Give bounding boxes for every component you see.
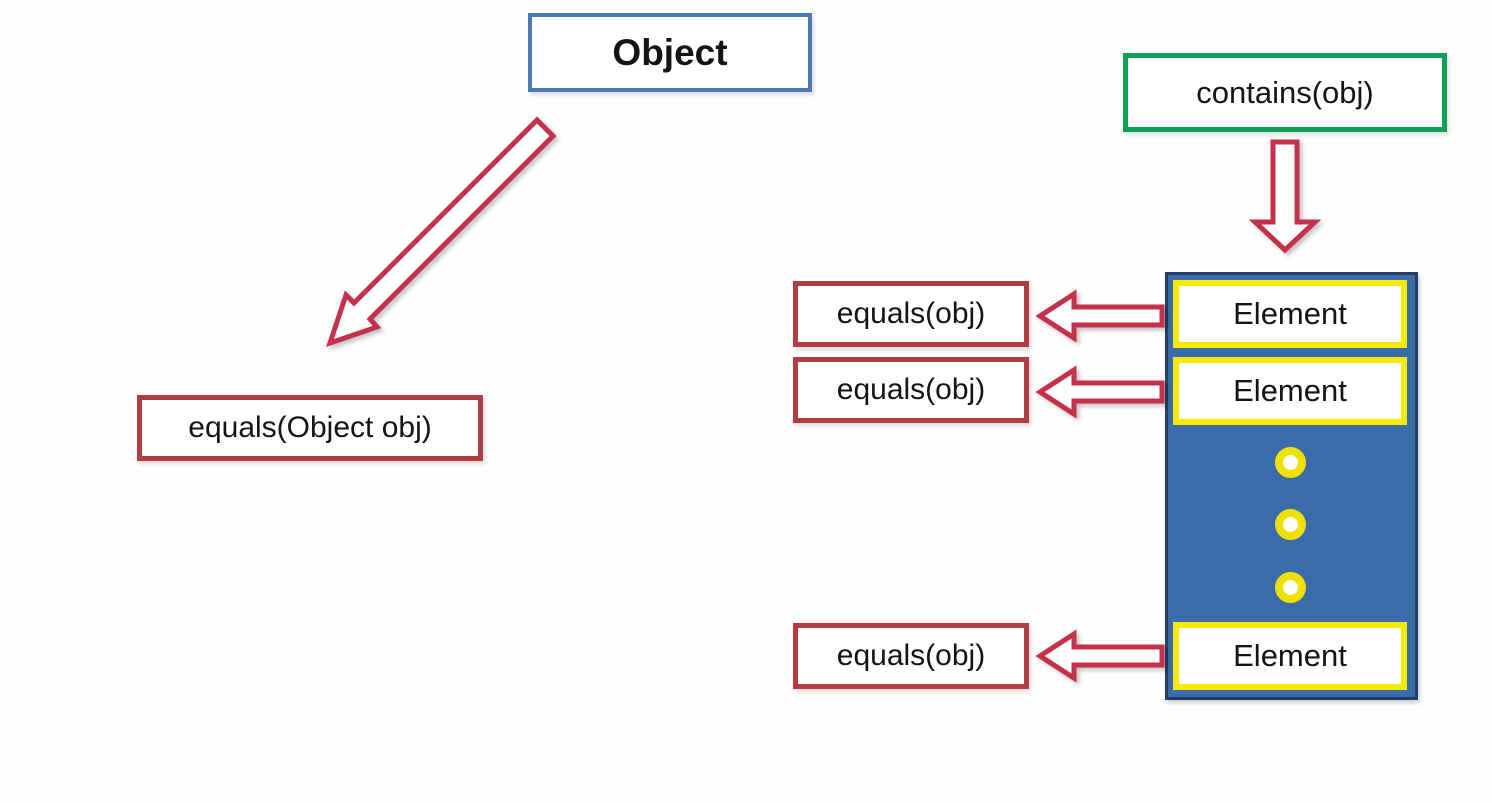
contains-method-label: contains(obj): [1196, 74, 1374, 110]
equals-call-box-2: equals(obj): [793, 357, 1029, 423]
contains-method-box: contains(obj): [1123, 53, 1447, 132]
element1-to-equals-arrow-icon: [1035, 289, 1165, 343]
ellipsis-dot-icon: [1275, 447, 1306, 478]
element-label-1: Element: [1233, 296, 1347, 331]
element-box-3: Element: [1173, 622, 1407, 690]
element-box-2: Element: [1173, 357, 1407, 425]
ellipsis-dot-icon: [1275, 509, 1306, 540]
element2-to-equals-arrow-icon: [1035, 365, 1165, 419]
equals-call-label-2: equals(obj): [836, 373, 986, 406]
object-to-equals-arrow-icon: [326, 116, 557, 347]
equals-call-box-3: equals(obj): [793, 623, 1029, 689]
equals-object-method-label: equals(Object obj): [188, 411, 432, 444]
element-label-3: Element: [1233, 638, 1347, 673]
object-class-label: Object: [612, 31, 728, 73]
element-label-2: Element: [1233, 373, 1347, 408]
element3-to-equals-arrow-icon: [1035, 629, 1165, 683]
element-box-1: Element: [1173, 280, 1407, 348]
equals-object-method-box: equals(Object obj): [137, 395, 483, 461]
contains-to-collection-arrow-icon: [1248, 139, 1322, 254]
equals-call-label-1: equals(obj): [836, 297, 986, 330]
ellipsis-dot-icon: [1275, 572, 1306, 603]
equals-call-box-1: equals(obj): [793, 281, 1029, 347]
equals-call-label-3: equals(obj): [836, 639, 986, 672]
object-class-box: Object: [528, 13, 812, 92]
